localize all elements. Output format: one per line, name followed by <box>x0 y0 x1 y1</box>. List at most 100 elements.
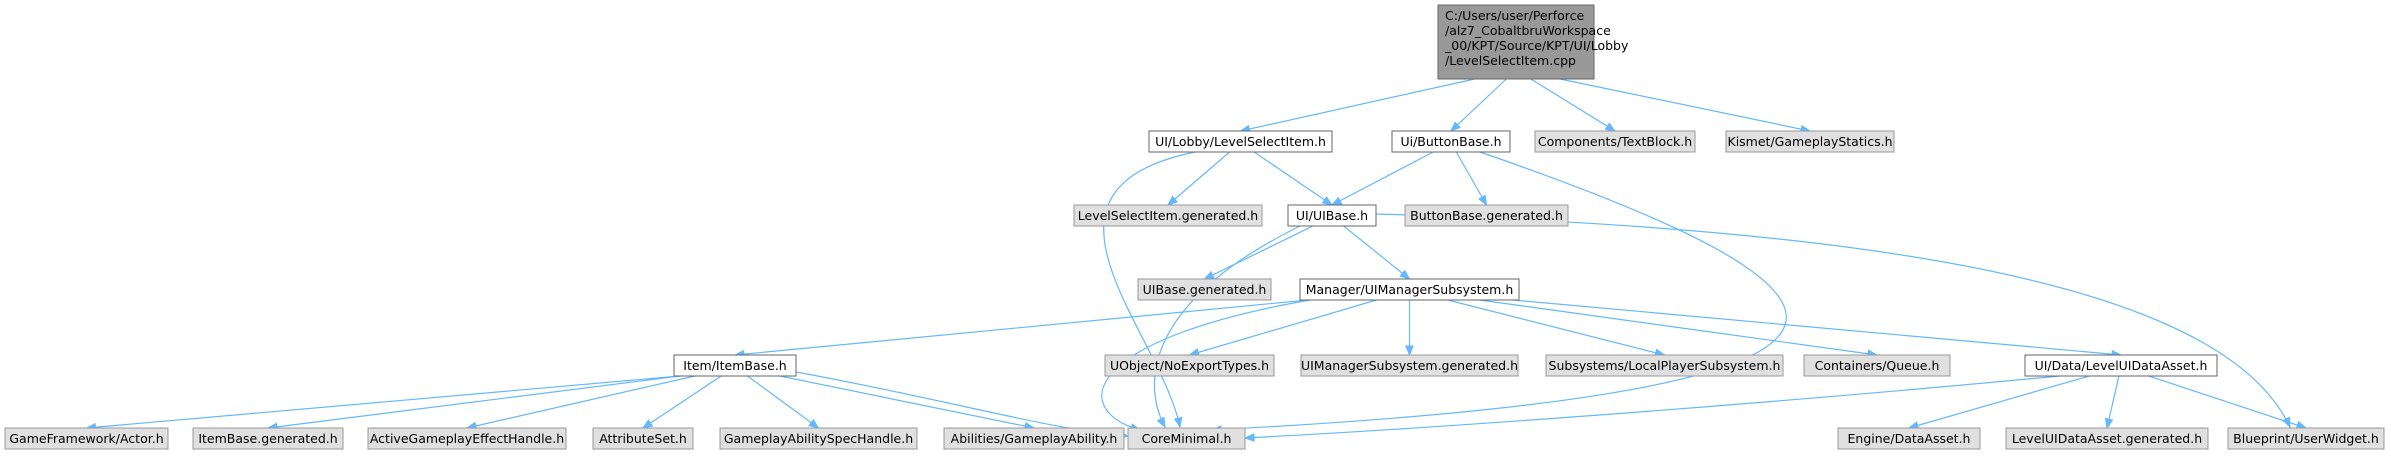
edge-itembase-h-to-activegameplayeffecthandle-h <box>465 375 695 431</box>
node-box <box>1073 204 1263 227</box>
node-levelselectitem-h[interactable]: UI/Lobby/LevelSelectItem.h <box>1148 130 1333 153</box>
node-label: AttributeSet.h <box>599 431 687 446</box>
node-gameplayability-h: Abilities/GameplayAbility.h <box>943 427 1125 450</box>
node-buttonbase-generated-h: ButtonBase.generated.h <box>1404 204 1569 227</box>
node-gameplaystatics-h: Kismet/GameplayStatics.h <box>1725 130 1895 153</box>
edge-levelselectitem-h-to-coreminimal-h-arrowhead <box>1173 416 1183 429</box>
node-box <box>673 354 797 377</box>
node-label: UIManagerSubsystem.generated.h <box>1301 358 1518 373</box>
node-label: Components/TextBlock.h <box>1538 134 1692 149</box>
node-coreminimal-h: CoreMinimal.h <box>1127 427 1246 450</box>
edge-itembase-h-to-attributeset-h-line <box>642 375 722 429</box>
edge-leveluidataasset-h-to-leveluidataasset-generated-h-arrowhead <box>2104 417 2114 430</box>
edge-uimanagersubsystem-h-to-itembase-h-line <box>734 299 1309 356</box>
edge-levelselectitem-h-to-levelselectitem-generated-h-line <box>1167 151 1231 206</box>
edge-itembase-h-to-itembase-generated-h <box>266 375 681 432</box>
edge-uimanagersubsystem-h-to-itembase-h <box>733 299 1309 359</box>
node-label: /alz7_CobaltbruWorkspace <box>1445 23 1611 38</box>
edge-root-to-buttonbase-h-arrowhead <box>1450 121 1461 132</box>
edge-itembase-h-to-gameplayability-h-line <box>779 375 1035 429</box>
edge-root-to-buttonbase-h <box>1450 78 1507 132</box>
node-leveluidataasset-h[interactable]: UI/Data/LevelUIDataAsset.h <box>2024 354 2218 377</box>
node-uimanagersubsystem-h[interactable]: Manager/UIManagerSubsystem.h <box>1299 278 1520 301</box>
edge-uibase-h-to-coreminimal-h-arrowhead <box>1156 416 1166 429</box>
node-box <box>2227 427 2385 450</box>
edge-root-to-textblock-h <box>1530 78 1617 132</box>
edge-levelselectitem-h-to-uibase-h <box>1253 151 1334 206</box>
node-label: ActiveGameplayEffectHandle.h <box>370 431 564 446</box>
node-buttonbase-h[interactable]: Ui/ButtonBase.h <box>1391 130 1511 153</box>
node-box <box>2024 354 2218 377</box>
node-label: GameplayAbilitySpecHandle.h <box>724 431 913 446</box>
node-label: Item/ItemBase.h <box>683 358 786 373</box>
node-label: Blueprint/UserWidget.h <box>2233 431 2379 446</box>
edge-buttonbase-h-to-buttonbase-generated-h-line <box>1455 151 1488 206</box>
edge-uibase-h-to-uimanagersubsystem-h <box>1343 225 1411 280</box>
nodes-layer: C:/Users/user/Perforce/alz7_CobaltbruWor… <box>4 4 2385 450</box>
edge-leveluidataasset-h-to-userwidget-h-line <box>2148 375 2307 429</box>
node-label: GameFramework/Actor.h <box>9 431 163 446</box>
edge-leveluidataasset-h-to-leveluidataasset-generated-h <box>2104 375 2120 430</box>
node-box <box>192 427 344 450</box>
node-box <box>4 427 169 450</box>
node-label: _00/KPT/Source/KPT/UI/Lobby <box>1444 38 1629 53</box>
edge-itembase-h-to-actor-h-line <box>86 375 681 429</box>
node-label: Abilities/GameplayAbility.h <box>951 431 1118 446</box>
edge-uibase-h-to-uimanagersubsystem-h-line <box>1343 225 1410 280</box>
node-uibase-generated-h: UIBase.generated.h <box>1137 278 1272 301</box>
edge-buttonbase-h-to-buttonbase-generated-h-arrowhead <box>1478 194 1488 207</box>
edge-buttonbase-h-to-buttonbase-generated-h <box>1455 151 1488 207</box>
node-label: UObject/NoExportTypes.h <box>1110 358 1269 373</box>
node-itembase-h[interactable]: Item/ItemBase.h <box>673 354 797 377</box>
node-label: Engine/DataAsset.h <box>1848 431 1971 446</box>
node-box <box>1148 130 1333 153</box>
node-leveluidataasset-generated-h: LevelUIDataAsset.generated.h <box>2005 427 2209 450</box>
edge-leveluidataasset-h-to-dataasset-h <box>1907 375 2090 430</box>
node-box <box>1545 354 1784 377</box>
node-label: C:/Users/user/Perforce <box>1445 8 1585 23</box>
edge-uibase-h-to-coreminimal-h <box>1153 225 1301 429</box>
edge-uibase-h-to-uibase-generated-h-arrowhead <box>1203 270 1215 280</box>
node-label: ButtonBase.generated.h <box>1410 208 1563 223</box>
node-box <box>1803 354 1951 377</box>
edges-layer <box>85 78 2308 442</box>
edge-leveluidataasset-h-to-coreminimal-h-line <box>1244 375 2061 439</box>
node-label: Subsystems/LocalPlayerSubsystem.h <box>1549 358 1781 373</box>
node-levelselectitem-generated-h: LevelSelectItem.generated.h <box>1073 204 1263 227</box>
edge-itembase-h-to-coreminimal-h-line <box>795 371 1129 437</box>
edge-itembase-h-to-gameplayabilityspechandle-h-arrowhead <box>808 418 820 429</box>
edge-levelselectitem-h-to-coreminimal-h-line <box>1103 151 1196 428</box>
node-itembase-generated-h: ItemBase.generated.h <box>192 427 344 450</box>
edge-buttonbase-h-to-uibase-h-line <box>1331 151 1434 206</box>
edge-leveluidataasset-h-to-coreminimal-h-arrowhead <box>1243 433 1255 442</box>
node-userwidget-h: Blueprint/UserWidget.h <box>2227 427 2385 450</box>
edge-buttonbase-h-to-uibase-h <box>1330 151 1434 206</box>
edge-itembase-h-to-activegameplayeffecthandle-h-line <box>466 375 695 429</box>
edge-uibase-h-to-coreminimal-h-line <box>1153 225 1301 428</box>
node-uibase-h[interactable]: UI/UIBase.h <box>1287 204 1377 227</box>
node-box <box>1127 427 1246 450</box>
edge-leveluidataasset-h-to-coreminimal-h <box>1243 375 2061 442</box>
edge-uimanagersubsystem-h-to-noexporttypes-h <box>1188 299 1377 357</box>
edge-buttonbase-h-to-coreminimal-h-line <box>1211 151 1787 431</box>
node-box <box>1287 204 1377 227</box>
node-localplayersubsystem-h: Subsystems/LocalPlayerSubsystem.h <box>1545 354 1784 377</box>
node-label: UIBase.generated.h <box>1143 282 1267 297</box>
edge-uimanagersubsystem-h-to-uimanagersubsystem-generated-h-arrowhead <box>1405 345 1414 357</box>
edge-uimanagersubsystem-h-to-noexporttypes-h-line <box>1189 299 1377 356</box>
node-box <box>1437 4 1595 80</box>
node-label: UI/UIBase.h <box>1296 208 1368 223</box>
node-box <box>1299 278 1520 301</box>
node-root[interactable]: C:/Users/user/Perforce/alz7_CobaltbruWor… <box>1437 4 1629 80</box>
edge-levelselectitem-h-to-levelselectitem-generated-h-arrowhead <box>1166 195 1179 206</box>
node-box <box>1837 427 1981 450</box>
node-uimanagersubsystem-generated-h: UIManagerSubsystem.generated.h <box>1300 354 1519 377</box>
edge-uibase-h-to-uibase-generated-h <box>1203 225 1314 280</box>
edge-uimanagersubsystem-h-to-localplayersubsystem-h-line <box>1447 299 1665 356</box>
node-box <box>592 427 694 450</box>
edge-uimanagersubsystem-h-to-localplayersubsystem-h <box>1447 299 1666 357</box>
node-label: Kismet/GameplayStatics.h <box>1728 134 1893 149</box>
edge-uibase-h-to-uimanagersubsystem-h-arrowhead <box>1399 269 1411 280</box>
node-box <box>1137 278 1272 301</box>
